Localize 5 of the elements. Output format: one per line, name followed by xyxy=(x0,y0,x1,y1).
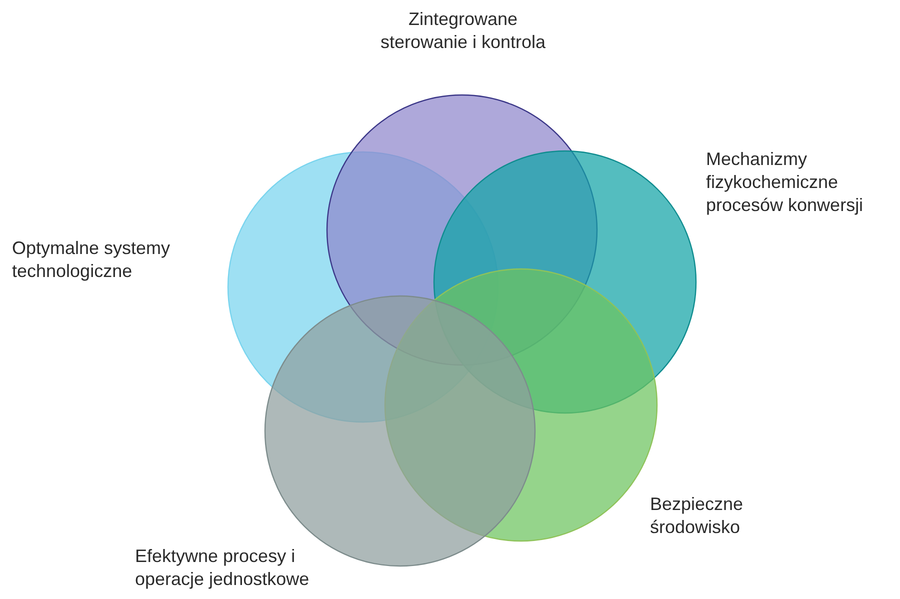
circle-label: Optymalne systemy technologiczne xyxy=(12,237,192,283)
circle-label: Zintegrowane sterowanie i kontrola xyxy=(370,8,556,54)
circle-label: Bezpieczne środowisko xyxy=(650,493,760,539)
circle-label: Mechanizmy fizykochemiczne procesów konwersji xyxy=(706,148,891,217)
circle-label: Efektywne procesy i operacje jednostkowe xyxy=(135,545,340,591)
